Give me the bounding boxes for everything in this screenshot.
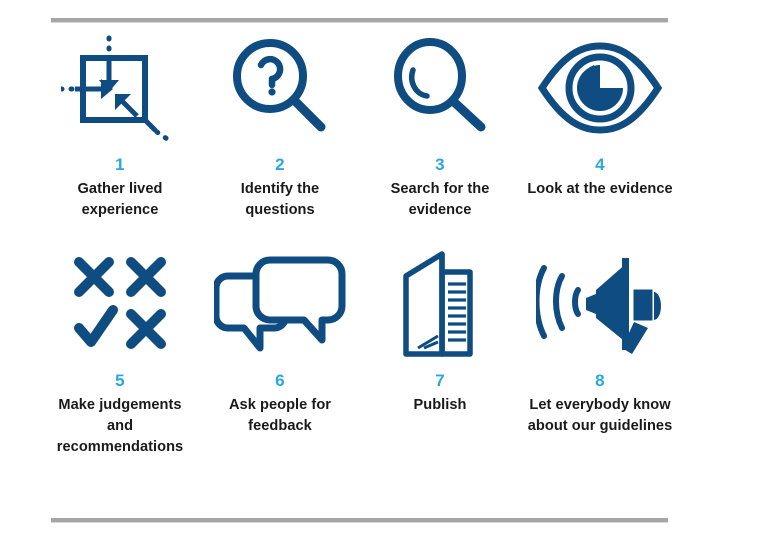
magnifier-question-mark-icon <box>225 32 335 144</box>
step-item-5[interactable]: 5 Make judgements and recommendations <box>40 250 200 472</box>
step-number: 7 <box>435 371 445 390</box>
step-number: 2 <box>275 155 285 174</box>
step-number: 6 <box>275 371 285 390</box>
step-item-1[interactable]: 1 Gather lived experience <box>40 32 200 250</box>
speech-bubbles-icon <box>214 250 346 358</box>
top-divider <box>51 18 668 23</box>
step-label: Ask people for feedback <box>228 397 332 435</box>
step-number: 3 <box>435 155 445 174</box>
step-item-2[interactable]: 2 Identify the questions <box>200 32 360 250</box>
eye-icon <box>536 32 664 144</box>
step-item-4[interactable]: 4 Look at the evidence <box>520 32 680 250</box>
check-and-crosses-icon <box>65 250 175 358</box>
step-number: 8 <box>595 371 605 390</box>
step-label: Make judgements and recommendations <box>56 397 184 456</box>
step-number: 1 <box>115 155 125 174</box>
step-item-7[interactable]: 7 Publish <box>360 250 520 472</box>
step-label: Look at the evidence <box>527 181 673 197</box>
step-label: Gather lived experience <box>77 181 163 219</box>
magnifier-search-icon <box>385 32 495 144</box>
step-number: 5 <box>115 371 125 390</box>
bottom-divider <box>51 518 668 523</box>
step-item-3[interactable]: 3 Search for the evidence <box>360 32 520 250</box>
step-label: Let everybody know about our guidelines <box>527 397 673 435</box>
step-item-8[interactable]: 8 Let everybody know about our guideline… <box>520 250 680 472</box>
steps-grid: 1 Gather lived experience 2 Identify the… <box>40 32 680 502</box>
step-label: Identify the questions <box>240 181 320 219</box>
step-number: 4 <box>595 155 605 174</box>
gather-input-square-icon <box>61 32 179 144</box>
open-booklet-icon <box>392 250 488 358</box>
step-label: Publish <box>413 397 467 413</box>
megaphone-icon <box>536 250 664 358</box>
step-item-6[interactable]: 6 Ask people for feedback <box>200 250 360 472</box>
step-label: Search for the evidence <box>390 181 490 219</box>
